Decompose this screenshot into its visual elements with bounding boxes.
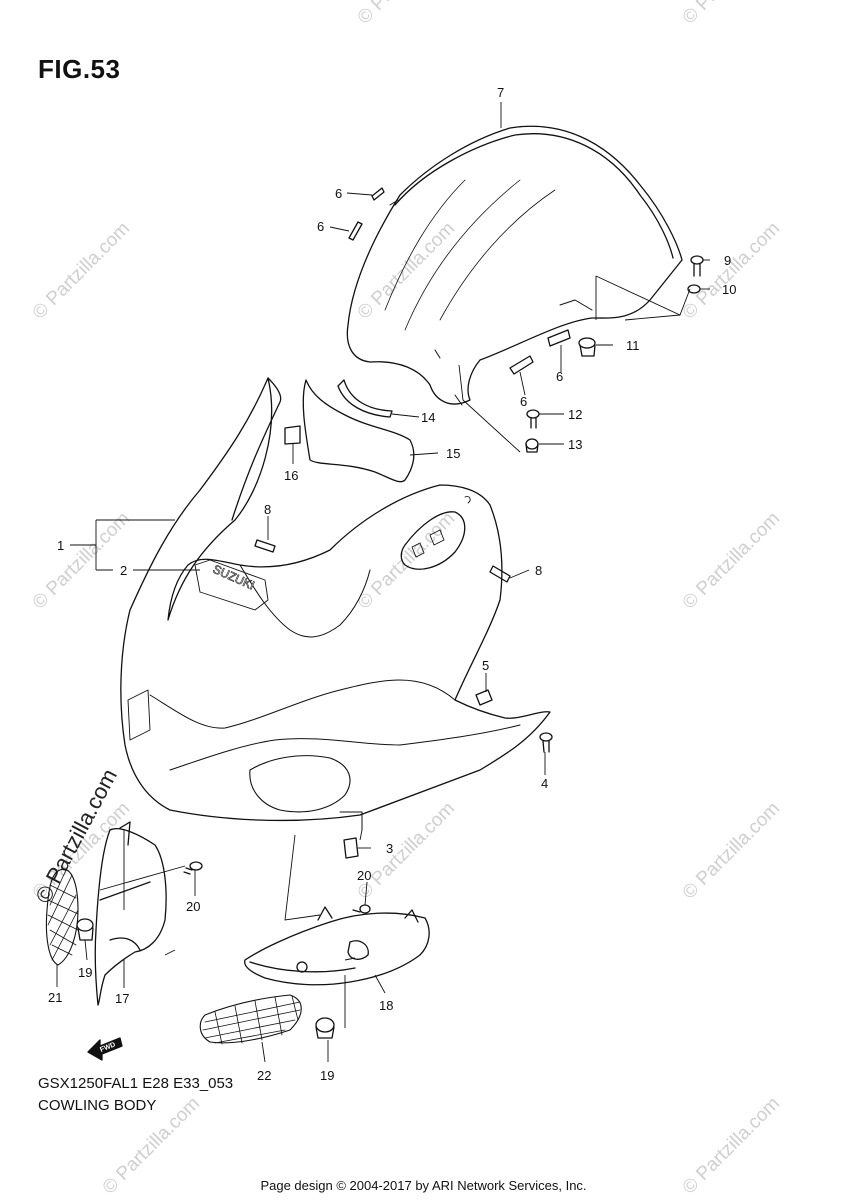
callout-18: 18	[379, 998, 393, 1013]
section-name: COWLING BODY	[38, 1097, 157, 1114]
grommet-part-11	[578, 337, 596, 357]
callout-14: 14	[421, 410, 435, 425]
watermark: © Partzilla.com	[29, 218, 134, 323]
watermark: © Partzilla.com	[354, 218, 459, 323]
nut-clip-part-3	[343, 837, 359, 859]
callout-5: 5	[482, 658, 489, 673]
page-credit: Page design © 2004-2017 by ARI Network S…	[260, 1178, 587, 1193]
leader-lines	[56, 102, 710, 1063]
cushion-part-16	[284, 425, 301, 445]
windscreen-part-7	[346, 125, 683, 406]
trim-strip-part-8	[489, 565, 511, 583]
callout-20: 20	[357, 868, 371, 883]
grommet-part-19	[315, 1017, 335, 1039]
callout-10: 10	[722, 282, 736, 297]
trim-strip-part-6	[348, 221, 363, 241]
callout-19: 19	[320, 1068, 334, 1083]
callout-9: 9	[724, 253, 731, 268]
callout-6: 6	[556, 369, 563, 384]
callout-11: 11	[626, 338, 640, 353]
trim-strip-part-6	[547, 329, 571, 347]
trim-strip-part-6	[509, 355, 534, 375]
mesh-grille-part-22	[199, 994, 302, 1045]
screw-part-12	[526, 409, 540, 429]
callout-4: 4	[541, 776, 548, 791]
model-code: GSX1250FAL1 E28 E33_053	[38, 1075, 234, 1092]
callout-6: 6	[520, 394, 527, 409]
screw-part-9	[690, 255, 704, 277]
watermark: © Partzilla.com	[354, 798, 459, 903]
mesh-grille-part-21	[45, 868, 79, 966]
upper-cowling-part-1	[120, 377, 551, 831]
callout-7: 7	[497, 85, 504, 100]
callout-21: 21	[48, 990, 62, 1005]
screw-part-4	[539, 732, 553, 753]
screw-part-20	[183, 861, 203, 875]
callout-6: 6	[335, 186, 342, 201]
under-cowl-part-18	[244, 906, 430, 986]
callout-3: 3	[386, 841, 393, 856]
callout-20: 20	[186, 899, 200, 914]
watermark: © Partzilla.com	[679, 508, 784, 613]
watermark: © Partzilla.com	[354, 508, 459, 613]
callout-12: 12	[568, 407, 582, 422]
grommet-part-19	[76, 918, 94, 941]
watermark: © Partzilla.com	[29, 508, 134, 613]
trim-strip-part-8	[254, 539, 276, 553]
callout-17: 17	[115, 991, 129, 1006]
callout-19: 19	[78, 965, 92, 980]
inner-trim-part-14	[337, 379, 393, 418]
nut-part-13	[525, 438, 539, 453]
trim-strip-part-6	[371, 187, 385, 201]
callout-22: 22	[257, 1068, 271, 1083]
watermark: © Partzilla.com	[354, 0, 459, 29]
callout-16: 16	[284, 468, 298, 483]
watermark: © Partzilla.com	[679, 0, 784, 29]
callout-labels: 7 6 6 9 10 11 6 6 12 14 13 15 16 8 1 2 8…	[48, 85, 736, 1083]
watermark-layer: © Partzilla.com © Partzilla.com © Partzi…	[29, 0, 784, 1199]
emblem-part-2	[194, 559, 269, 611]
callout-6: 6	[317, 219, 324, 234]
callout-2: 2	[120, 563, 127, 578]
clip-part-5	[475, 689, 493, 706]
forward-direction-arrow	[87, 1037, 123, 1061]
callout-1: 1	[57, 538, 64, 553]
figure-title: FIG.53	[38, 54, 121, 84]
side-duct-part-17	[94, 821, 167, 1006]
screw-part-20	[352, 904, 371, 914]
callout-8: 8	[535, 563, 542, 578]
callout-15: 15	[446, 446, 460, 461]
inner-cover-part-15	[302, 379, 415, 483]
callout-13: 13	[568, 437, 582, 452]
callout-8: 8	[264, 502, 271, 517]
watermark: © Partzilla.com	[679, 798, 784, 903]
